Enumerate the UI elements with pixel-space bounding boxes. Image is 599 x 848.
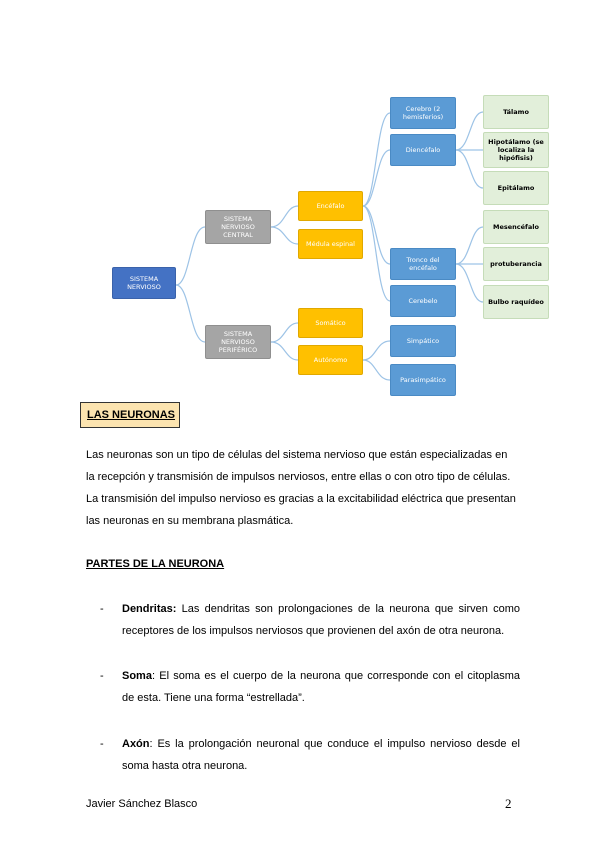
node-hipotalamo: Hipotálamo (se localiza la hipófisis) xyxy=(483,132,549,168)
node-bulbo-raquideo: Bulbo raquídeo xyxy=(483,285,549,319)
bullet-dash: - xyxy=(100,603,104,615)
node-cerebelo: Cerebelo xyxy=(390,285,456,317)
node-sistema-nervioso: SISTEMA NERVIOSO xyxy=(112,267,176,299)
bullet-text: : Es la prolongación neuronal que conduc… xyxy=(122,738,520,772)
node-epitalamo: Epitálamo xyxy=(483,171,549,205)
node-somatico: Somático xyxy=(298,308,363,338)
node-parasimpatico: Parasimpático xyxy=(390,364,456,396)
nervous-system-diagram: SISTEMA NERVIOSO SISTEMA NERVIOSO CENTRA… xyxy=(0,0,599,400)
node-medula-espinal: Médula espinal xyxy=(298,229,363,259)
bullet-text: : El soma es el cuerpo de la neurona que… xyxy=(122,670,520,704)
node-talamo: Tálamo xyxy=(483,95,549,129)
footer-author: Javier Sánchez Blasco xyxy=(86,798,198,810)
node-tronco-del-encefalo: Tronco del encéfalo xyxy=(390,248,456,280)
node-simpatico: Simpático xyxy=(390,325,456,357)
bullet-dash: - xyxy=(100,670,104,682)
intro-paragraph: Las neuronas son un tipo de células del … xyxy=(86,449,516,527)
node-protuberancia: protuberancia xyxy=(483,247,549,281)
node-cerebro: Cerebro (2 hemisferios) xyxy=(390,97,456,129)
bullet-dendritas: - Dendritas: Las dendritas son prolongac… xyxy=(100,598,520,642)
bullet-term: Dendritas: xyxy=(122,603,177,615)
node-diencefalo: Diencéfalo xyxy=(390,134,456,166)
bullet-axon: - Axón: Es la prolongación neuronal que … xyxy=(100,733,520,777)
node-sistema-nervioso-periferico: SISTEMA NERVIOSO PERIFÉRICO xyxy=(205,325,271,359)
section-title: LAS NEURONAS xyxy=(80,402,180,428)
bullet-term: Soma xyxy=(122,670,152,682)
page-number: 2 xyxy=(505,796,512,811)
bullet-dash: - xyxy=(100,738,104,750)
subheading-partes: PARTES DE LA NEURONA xyxy=(86,558,225,570)
node-autonomo: Autónomo xyxy=(298,345,363,375)
node-encefalo: Encéfalo xyxy=(298,191,363,221)
node-mesencefalo: Mesencéfalo xyxy=(483,210,549,244)
bullet-soma: - Soma: El soma es el cuerpo de la neuro… xyxy=(100,665,520,709)
node-sistema-nervioso-central: SISTEMA NERVIOSO CENTRAL xyxy=(205,210,271,244)
bullet-text: Las dendritas son prolongaciones de la n… xyxy=(122,603,520,637)
diagram-connectors xyxy=(175,111,484,381)
bullet-term: Axón xyxy=(122,738,150,750)
